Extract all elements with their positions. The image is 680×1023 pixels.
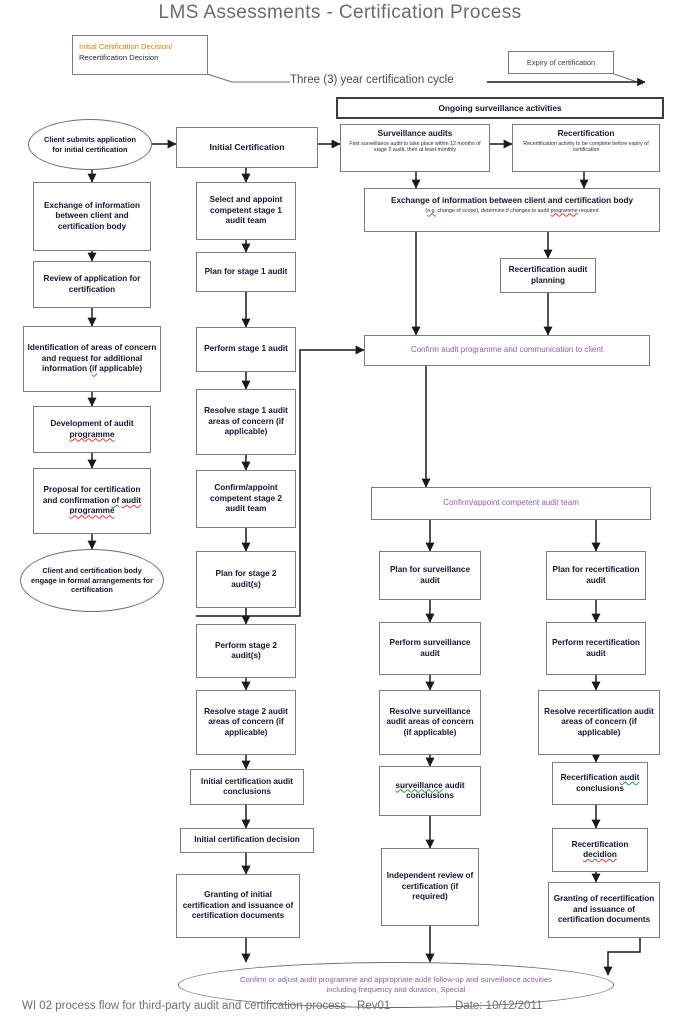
step-resolve-recertification-areas-of-concern: Resolve recertification audit areas of c… bbox=[538, 690, 660, 755]
step-label: Development of audit programme bbox=[50, 419, 134, 439]
footer-revision: Rev01 bbox=[357, 1000, 391, 1012]
end-formal-arrangements-ellipse: Client and certification body engage in … bbox=[20, 549, 164, 612]
step-label: Plan for stage 1 audit bbox=[204, 266, 288, 276]
step-label: Review of application for certification bbox=[43, 274, 141, 294]
step-label: Resolve recertification audit areas of c… bbox=[544, 706, 654, 737]
ongoing-surveillance-activities-banner: Ongoing surveillance activities bbox=[336, 97, 664, 119]
step-label: Independent review of certification (if … bbox=[386, 871, 474, 902]
step-label: Resolve stage 1 audit areas of concern (… bbox=[204, 406, 288, 437]
recertification-title: Recertification bbox=[557, 129, 615, 138]
step-initial-certification-audit-conclusions: Initial certification audit conclusions bbox=[190, 769, 304, 805]
surveillance-subtext: First surveillance audit to take place w… bbox=[349, 140, 481, 154]
step-label: Initial certification audit conclusions bbox=[201, 776, 293, 797]
step-resolve-surveillance-areas-of-concern: Resolve surveillance audit areas of conc… bbox=[379, 690, 481, 755]
initial-certification-decision-box: Initial Certification Decision/ Recertif… bbox=[72, 35, 208, 75]
expiry-of-certification-box: Expiry of certification bbox=[508, 51, 614, 74]
step-label: Perform stage 1 audit bbox=[204, 344, 288, 354]
step-label: Resolve stage 2 audit areas of concern (… bbox=[204, 706, 288, 737]
footer-document-title: WI 02 process flow for third-party audit… bbox=[22, 1000, 347, 1012]
step-select-appoint-stage1-team: Select and appoint competent stage 1 aud… bbox=[196, 182, 296, 240]
step-label: Identification of areas of concern and r… bbox=[27, 343, 157, 374]
confirm-appoint-audit-team-box: Confirm/appoint competent audit team bbox=[371, 487, 651, 520]
step-plan-for-recertification-audit: Plan for recertification audit bbox=[546, 551, 646, 600]
step-label: Plan for recertification audit bbox=[552, 565, 640, 585]
footer-date: Date: 10/12/2011 bbox=[455, 1000, 543, 1012]
step-label: Initial certification decision bbox=[194, 835, 300, 845]
step-label: Perform recertification audit bbox=[552, 638, 640, 658]
exchange-subtext: (e.g. change of scope), determine if cha… bbox=[425, 207, 599, 214]
step-recertification-audit-conclusions: Recertification audit conclusions bbox=[552, 762, 648, 805]
expiry-label: Expiry of certification bbox=[526, 57, 596, 67]
certification-cycle-label: Three (3) year certification cycle bbox=[290, 74, 454, 86]
decision-box-line1: Initial Certification Decision/ bbox=[79, 42, 173, 51]
confirm-team-label: Confirm/appoint competent audit team bbox=[443, 498, 579, 508]
step-label: surveillance audit conclusions bbox=[395, 780, 465, 801]
step-label: Granting of initial certification and is… bbox=[182, 890, 294, 921]
start-ellipse-label: Client submits application for initial c… bbox=[44, 134, 136, 154]
confirm-audit-programme-box: Confirm audit programme and communicatio… bbox=[364, 335, 650, 366]
step-resolve-stage2-areas-of-concern: Resolve stage 2 audit areas of concern (… bbox=[196, 690, 296, 755]
step-granting-of-recertification: Granting of recertification and issuance… bbox=[548, 882, 660, 938]
step-label: Proposal for certification and confirmat… bbox=[42, 485, 142, 516]
step-proposal-for-certification: Proposal for certification and confirmat… bbox=[33, 468, 151, 534]
step-label: Recertification audit conclusions bbox=[560, 773, 640, 793]
step-perform-stage1-audit: Perform stage 1 audit bbox=[196, 327, 296, 372]
step-label: Plan for surveillance audit bbox=[389, 565, 471, 585]
bottom-ellipse-label: Confirm or adjust audit programme and ap… bbox=[240, 974, 552, 994]
recertification-header-box: Recertification Recertification activity… bbox=[512, 124, 660, 172]
step-plan-stage2-audits: Plan for stage 2 audit(s) bbox=[196, 551, 296, 608]
bottom-confirm-adjust-programme-ellipse: Confirm or adjust audit programme and ap… bbox=[178, 962, 614, 1008]
step-label: Recertification decidion bbox=[571, 839, 629, 860]
step-label: Plan for stage 2 audit(s) bbox=[215, 569, 277, 589]
surveillance-audits-header-box: Surveillance audits First surveillance a… bbox=[340, 124, 490, 172]
step-confirm-appoint-stage2-team: Confirm/appoint competent stage 2 audit … bbox=[196, 470, 296, 528]
step-granting-of-initial-certification: Granting of initial certification and is… bbox=[176, 874, 300, 938]
step-label: Resolve surveillance audit areas of conc… bbox=[386, 706, 474, 737]
step-label: Confirm/appoint competent stage 2 audit … bbox=[210, 483, 282, 514]
step-perform-recertification-audit: Perform recertification audit bbox=[546, 622, 646, 675]
step-plan-for-surveillance-audit: Plan for surveillance audit bbox=[379, 551, 481, 600]
step-development-of-audit-programme: Development of audit programme bbox=[33, 406, 151, 453]
step-perform-stage2-audits: Perform stage 2 audit(s) bbox=[196, 624, 296, 678]
step-label: Perform stage 2 audit(s) bbox=[215, 640, 277, 661]
step-recertification-decision: Recertification decidion bbox=[552, 828, 648, 872]
step-resolve-stage1-areas-of-concern: Resolve stage 1 audit areas of concern (… bbox=[196, 389, 296, 455]
footer: WI 02 process flow for third-party audit… bbox=[0, 998, 680, 1023]
recertification-audit-planning-box: Recertification audit planning bbox=[500, 258, 596, 293]
recert-planning-label: Recertification audit planning bbox=[508, 265, 588, 285]
ongoing-label: Ongoing surveillance activities bbox=[438, 102, 562, 113]
initial-certification-header-box: Initial Certification bbox=[176, 127, 318, 168]
recertification-subtext: Recertification activity to be complete … bbox=[523, 140, 649, 154]
step-label: Select and appoint competent stage 1 aud… bbox=[209, 195, 283, 226]
step-initial-certification-decision: Initial certification decision bbox=[180, 828, 314, 853]
step-label: Granting of recertification and issuance… bbox=[553, 894, 655, 925]
page-title: LMS Assessments - Certification Process bbox=[158, 2, 522, 23]
exchange-of-information-box: Exchange of information between client a… bbox=[364, 188, 660, 232]
step-identification-of-areas-of-concern: Identification of areas of concern and r… bbox=[23, 326, 161, 392]
confirm-programme-label: Confirm audit programme and communicatio… bbox=[410, 345, 604, 355]
step-perform-surveillance-audit: Perform surveillance audit bbox=[379, 622, 481, 675]
step-surveillance-audit-conclusions: surveillance audit conclusions bbox=[379, 766, 481, 816]
decision-box-line2: Recertification Decision bbox=[79, 53, 159, 63]
end-ellipse-label: Client and certification body engage in … bbox=[31, 565, 153, 595]
step-label: Perform surveillance audit bbox=[389, 638, 471, 658]
start-client-submits-application: Client submits application for initial c… bbox=[28, 119, 152, 170]
step-exchange-of-information: Exchange of information between client a… bbox=[33, 182, 151, 251]
initial-certification-label: Initial Certification bbox=[209, 142, 285, 152]
step-plan-stage1-audit: Plan for stage 1 audit bbox=[196, 252, 296, 292]
step-label: Exchange of information between client a… bbox=[44, 200, 140, 231]
exchange-title: Exchange of information between client a… bbox=[390, 196, 634, 205]
step-independent-review-of-certification: Independent review of certification (if … bbox=[381, 848, 479, 926]
surveillance-title: Surveillance audits bbox=[377, 129, 453, 138]
step-review-of-application: Review of application for certification bbox=[33, 261, 151, 308]
